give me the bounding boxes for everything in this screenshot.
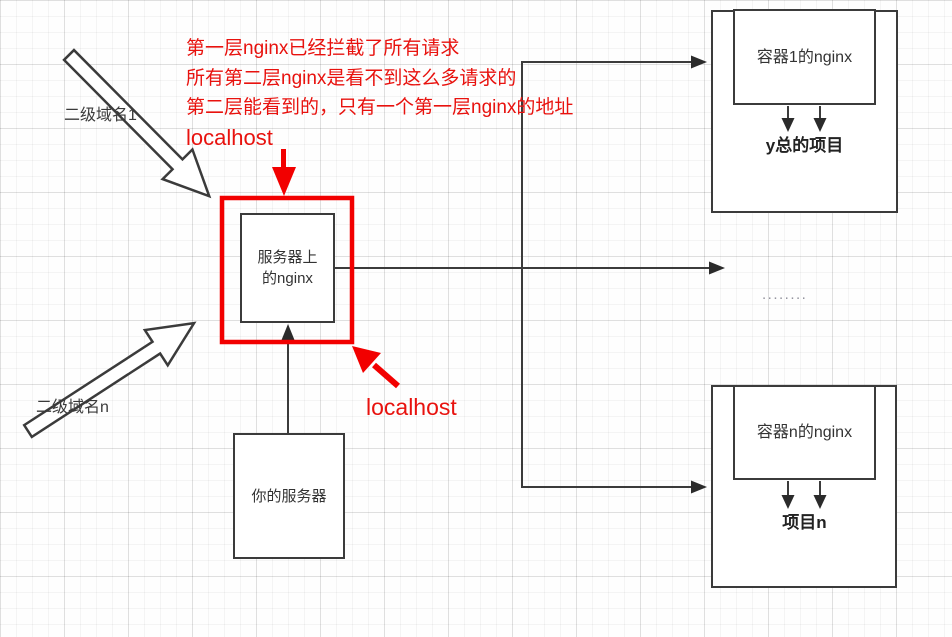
container1-nginx-label: 容器1的nginx [756,48,853,66]
containerN-project-label: 项目n [782,513,827,532]
red-down-arrowhead [272,167,296,196]
server-nginx-label: 服务器上 的nginx [257,249,318,287]
domainN-block-arrow [22,321,197,439]
server-nginx-box: 服务器上 的nginx [240,213,335,323]
annotation-line-3: 第二层能看到的，只有一个第一层nginx的地址 [186,97,574,118]
annotation-line-2: 所有第二层nginx是看不到这么多请求的 [186,68,517,89]
branch-to-container1 [521,61,692,268]
branch-to-containerN [521,268,692,488]
containerN-nginx-label: 容器n的nginx [756,424,853,441]
domain1-label: 二级域名1 [64,107,137,124]
right-arrowhead-container1 [691,55,707,69]
container1-project-label: y总的项目 [765,136,844,155]
right-arrowhead-middle [709,261,725,275]
annotation-line-1: 第一层nginx已经拦截了所有请求 [186,38,460,59]
your-server-box: 你的服务器 [233,433,345,559]
ellipsis-more-containers: ........ [762,286,808,303]
right-arrowhead-containerN [691,480,707,494]
red-upleft-arrowhead [352,346,381,373]
annotation-localhost-top: localhost [186,125,273,150]
red-bottom-arrow-shaft [372,362,400,389]
up-arrowhead [281,324,295,340]
containerN-nginx-box: 容器n的nginx [733,385,876,480]
domainN-label: 二级域名n [36,399,109,416]
localhost-bottom-label: localhost [366,394,457,420]
container1-nginx-box: 容器1的nginx [733,9,876,105]
your-server-label: 你的服务器 [251,487,327,505]
